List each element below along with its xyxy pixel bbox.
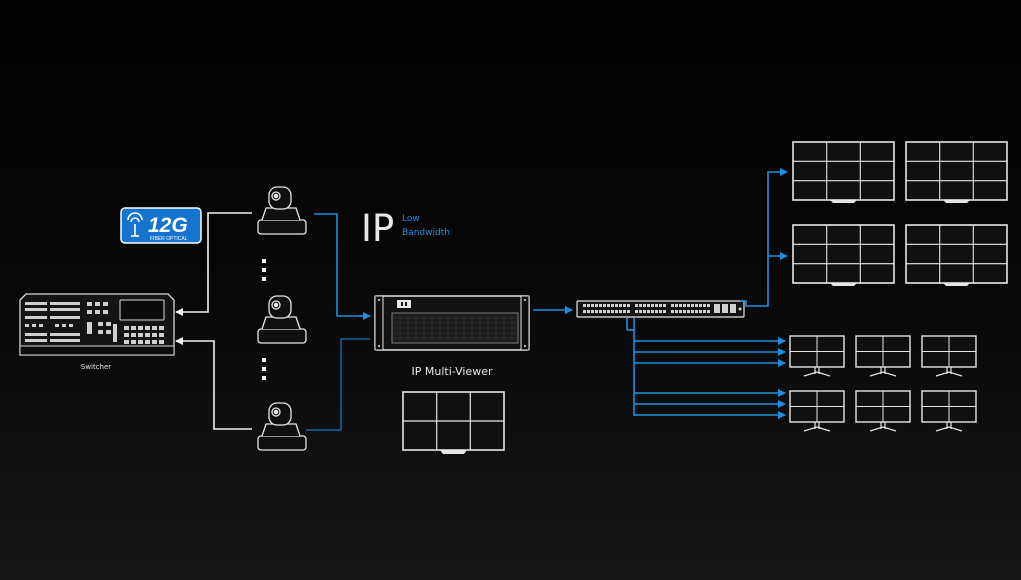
desktop-monitor-3 [921, 335, 977, 377]
ip-note-line1: Low [402, 214, 420, 224]
ellipsis-dots-bottom [262, 358, 266, 380]
desktop-monitor-1 [789, 335, 845, 377]
network-switch [576, 300, 745, 318]
switcher-console [19, 293, 175, 356]
desktop-monitor-2 [855, 335, 911, 377]
desktop-monitor-6 [921, 390, 977, 432]
ip-multiviewer-label: IP Multi-Viewer [412, 365, 493, 378]
ptz-camera-1 [257, 186, 307, 235]
video-wall-3 [792, 224, 895, 286]
badge-main-text: 12G [148, 214, 188, 237]
ellipsis-dots-top [262, 259, 266, 281]
video-wall-2 [905, 141, 1008, 203]
ip-links [306, 213, 371, 431]
video-wall-1 [792, 141, 895, 203]
12g-fiber-badge: 12G FIBER OPTICAL [120, 207, 202, 244]
multiviewer-monitor [402, 391, 505, 454]
switch-to-monitor-links [626, 318, 786, 419]
badge-sub-text: FIBER OPTICAL [150, 236, 188, 242]
sdi-links [175, 212, 252, 430]
ip-multiviewer-device [374, 295, 530, 351]
switch-to-wall-links [740, 168, 788, 307]
ip-note-line2: Bandwidth [402, 228, 450, 238]
video-wall-4 [905, 224, 1008, 286]
desktop-monitor-4 [789, 390, 845, 432]
desktop-monitor-5 [855, 390, 911, 432]
fiber-signal-icon [127, 212, 143, 237]
ptz-camera-2 [257, 295, 307, 344]
ptz-camera-3 [257, 402, 307, 451]
ip-title: IP [361, 207, 394, 250]
switcher-label: Switcher [81, 363, 111, 371]
